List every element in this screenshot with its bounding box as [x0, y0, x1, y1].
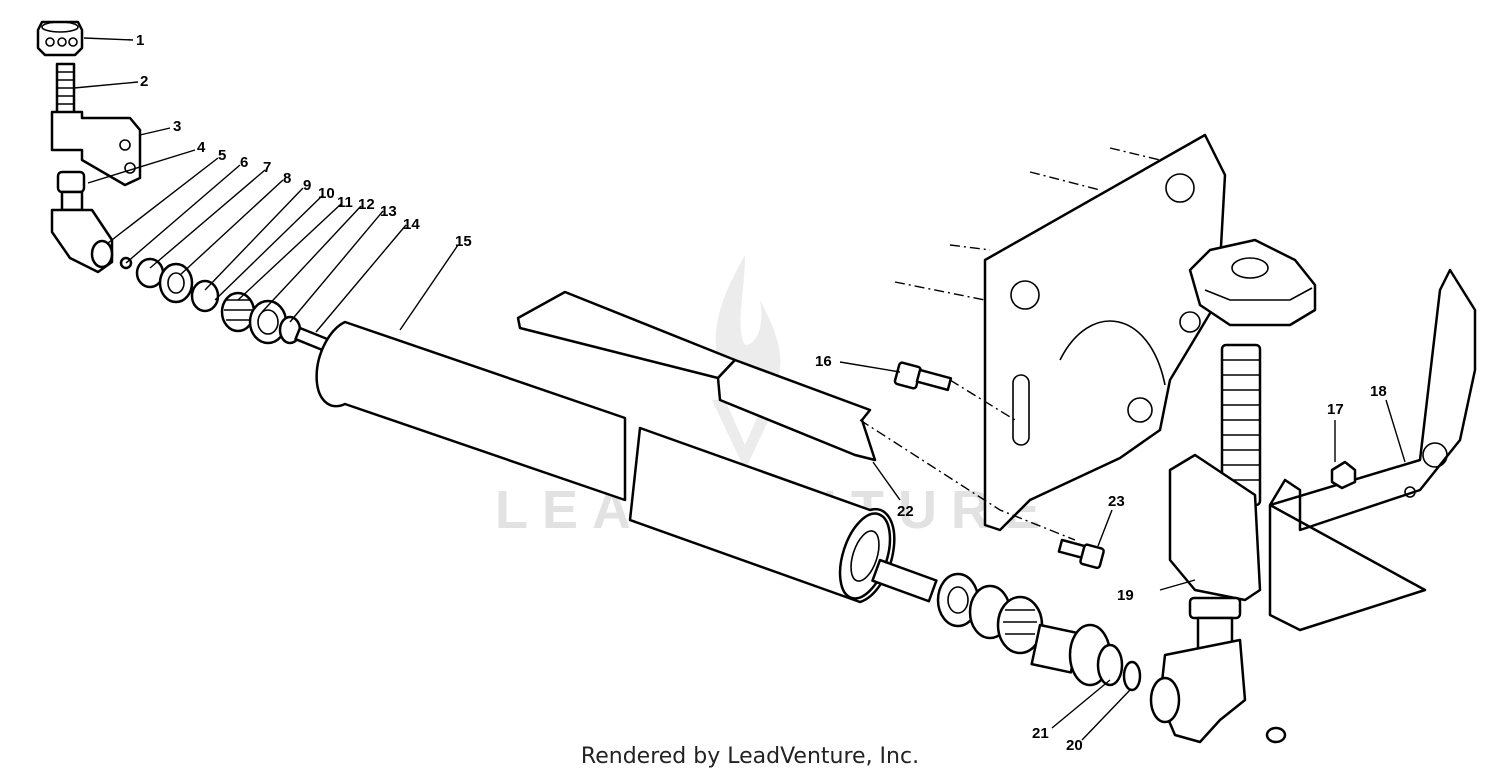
right-knob	[1188, 238, 1317, 327]
right-hardware-stack	[936, 572, 1142, 692]
small-screw	[1265, 726, 1287, 744]
callout-18: 18	[1370, 383, 1387, 400]
callout-5: 5	[218, 147, 226, 164]
part-17-nut	[1330, 460, 1357, 490]
callout-17: 17	[1327, 401, 1344, 418]
callout-3: 3	[173, 118, 181, 135]
callout-2: 2	[140, 73, 148, 90]
part-16-bolt	[893, 361, 953, 392]
callout-14: 14	[403, 216, 420, 233]
left-hardware-stack	[119, 256, 330, 352]
callout-10: 10	[318, 185, 335, 202]
part-22-shields	[516, 290, 877, 462]
callout-6: 6	[240, 154, 248, 171]
side-plate	[894, 133, 1227, 532]
leader-lines	[73, 37, 1406, 741]
footer-credit: Rendered by LeadVenture, Inc.	[580, 744, 920, 769]
callout-16: 16	[815, 353, 832, 370]
part-23-bolt	[1057, 538, 1105, 570]
callout-13: 13	[380, 203, 397, 220]
part-19-adjuster	[1149, 343, 1262, 744]
callout-7: 7	[263, 159, 271, 176]
callout-1: 1	[136, 32, 144, 49]
callout-12: 12	[358, 196, 375, 213]
callout-22: 22	[897, 503, 914, 520]
callout-20: 20	[1066, 737, 1083, 754]
part-1-knob-nut	[36, 20, 84, 57]
callout-8: 8	[283, 170, 291, 187]
callout-23: 23	[1108, 493, 1125, 510]
callout-19: 19	[1117, 587, 1134, 604]
callout-4: 4	[197, 139, 206, 156]
part-4-elbow-arm	[50, 170, 114, 274]
callout-11: 11	[337, 194, 353, 211]
callout-15: 15	[455, 233, 472, 250]
part-15-roller	[315, 320, 938, 604]
callout-9: 9	[303, 177, 311, 194]
part-3-bracket	[50, 110, 142, 187]
callout-21: 21	[1032, 725, 1049, 742]
part-18-right-bracket	[1268, 268, 1477, 632]
callout-numbers: 1 2 3 4 5 6 7 8 9 10 11 12 13 14 15 16 1…	[136, 32, 1387, 754]
